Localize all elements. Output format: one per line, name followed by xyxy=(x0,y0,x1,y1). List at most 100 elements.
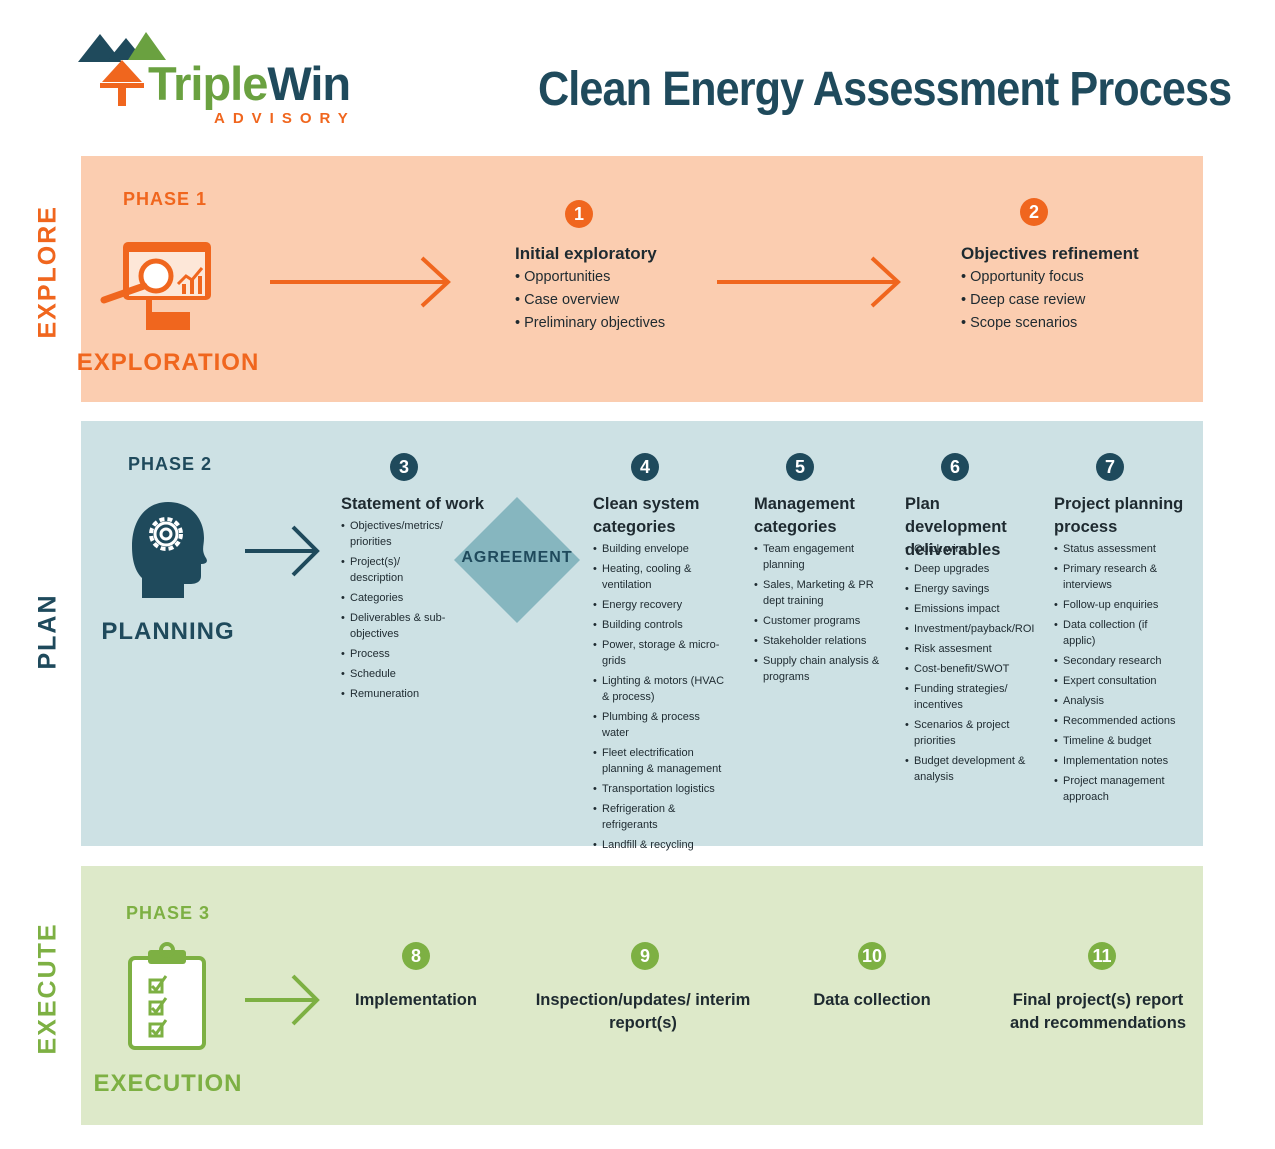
step-list: Opportunity focus Deep case review Scope… xyxy=(961,266,1085,335)
clipboard-checklist-icon xyxy=(128,942,206,1050)
column-title: Clean system categories xyxy=(593,495,700,536)
step-number: 8 xyxy=(402,942,430,970)
list-item: Objectives/metrics/ priorities xyxy=(341,518,451,550)
list-item: Quick wins xyxy=(905,541,1030,557)
list-item: Follow-up enquiries xyxy=(1054,597,1179,613)
list-item: Building envelope xyxy=(593,541,728,557)
list-item: Energy savings xyxy=(905,581,1030,597)
list-item: Opportunity focus xyxy=(961,266,1085,289)
step-number: 1 xyxy=(565,200,593,228)
logo-wordmark: TripleWin xyxy=(148,57,351,110)
list-item: Recommended actions xyxy=(1054,713,1179,729)
list-item: Deep upgrades xyxy=(905,561,1030,577)
list-item: Building controls xyxy=(593,617,728,633)
phase-1-label: PHASE 1 xyxy=(122,189,208,209)
head-gear-icon xyxy=(132,502,207,598)
list-item: Fleet electrification planning & managem… xyxy=(593,745,728,777)
list-item: Project management approach xyxy=(1054,773,1179,805)
list-item: Team engagement planning xyxy=(754,541,889,573)
step-title: Inspection/updates/ interim report(s) xyxy=(535,991,751,1032)
step-title: Final project(s) report and recommendati… xyxy=(1009,991,1187,1032)
list-item: Scope scenarios xyxy=(961,312,1085,335)
phase-2-label: PHASE 2 xyxy=(127,454,213,474)
list-item: Analysis xyxy=(1054,693,1179,709)
list-item: Sales, Marketing & PR dept training xyxy=(754,577,889,609)
list-item: Preliminary objectives xyxy=(515,312,665,335)
list-item: Opportunities xyxy=(515,266,665,289)
list-item: Deep case review xyxy=(961,289,1085,312)
step-number: 6 xyxy=(941,453,969,481)
step-number: 5 xyxy=(786,453,814,481)
list-item: Deliverables & sub-objectives xyxy=(341,610,451,642)
list-item: Timeline & budget xyxy=(1054,733,1179,749)
step-number: 10 xyxy=(858,942,886,970)
list-item: Scenarios & project priorities xyxy=(905,717,1030,749)
list-item: Plumbing & process water xyxy=(593,709,728,741)
step-title: Objectives refinement xyxy=(961,244,1139,263)
column-list: Team engagement planning Sales, Marketin… xyxy=(754,541,889,689)
column-list: Quick wins Deep upgrades Energy savings … xyxy=(905,541,1034,789)
column-list: Status assessment Primary research & int… xyxy=(1054,541,1179,809)
agreement-diamond xyxy=(454,497,580,623)
page-title: Clean Energy Assessment Process xyxy=(538,63,1232,116)
list-item: Power, storage & micro-grids xyxy=(593,637,728,669)
arrow-right-icon xyxy=(245,525,320,577)
explore-side-label: EXPLORE xyxy=(33,205,62,339)
column-title: Management categories xyxy=(754,495,855,536)
step-title: Initial exploratory xyxy=(515,244,657,263)
list-item: Stakeholder relations xyxy=(754,633,889,649)
list-item: Categories xyxy=(341,590,451,606)
step-number: 11 xyxy=(1088,942,1116,970)
arrow-right-icon xyxy=(245,974,320,1026)
execute-band xyxy=(81,866,1203,1125)
step-list: Opportunities Case overview Preliminary … xyxy=(515,266,665,335)
list-item: Lighting & motors (HVAC & process) xyxy=(593,673,728,705)
list-item: Secondary research xyxy=(1054,653,1179,669)
logo: TripleWin ADVISORY xyxy=(78,30,378,130)
column-list: Objectives/metrics/ priorities Project(s… xyxy=(341,518,451,706)
agreement-label: AGREEMENT xyxy=(461,549,573,566)
list-item: Status assessment xyxy=(1054,541,1179,557)
list-item: Energy recovery xyxy=(593,597,728,613)
list-item: Budget development & analysis xyxy=(905,753,1030,785)
arrow-right-icon xyxy=(270,256,451,308)
step-number: 2 xyxy=(1020,198,1048,226)
step-title: Data collection xyxy=(813,991,931,1009)
step-number: 7 xyxy=(1096,453,1124,481)
list-item: Landfill & recycling xyxy=(593,837,728,853)
list-item: Data collection (if applic) xyxy=(1054,617,1179,649)
list-item: Customer programs xyxy=(754,613,889,629)
column-list: Building envelope Heating, cooling & ven… xyxy=(593,541,728,857)
list-item: Schedule xyxy=(341,666,451,682)
list-item: Funding strategies/ incentives xyxy=(905,681,1030,713)
list-item: Project(s)/ description xyxy=(341,554,451,586)
exploration-label: EXPLORATION xyxy=(76,349,260,376)
step-number: 9 xyxy=(631,942,659,970)
presentation-magnifier-icon xyxy=(100,242,211,330)
column-title: Project planning process xyxy=(1054,495,1184,536)
list-item: Process xyxy=(341,646,451,662)
list-item: Remuneration xyxy=(341,686,451,702)
list-item: Refrigeration & refrigerants xyxy=(593,801,728,833)
list-item: Implementation notes xyxy=(1054,753,1179,769)
list-item: Supply chain analysis & programs xyxy=(754,653,889,685)
list-item: Case overview xyxy=(515,289,665,312)
list-item: Transportation logistics xyxy=(593,781,728,797)
step-number: 4 xyxy=(631,453,659,481)
execute-side-label: EXECUTE xyxy=(33,922,62,1055)
logo-subtitle: ADVISORY xyxy=(214,110,356,127)
list-item: Emissions impact xyxy=(905,601,1030,617)
step-title: Implementation xyxy=(355,991,477,1009)
list-item: Investment/payback/ROI xyxy=(905,621,1034,637)
step-number: 3 xyxy=(390,453,418,481)
logo-mountains-icon xyxy=(78,32,166,106)
arrow-right-icon xyxy=(717,256,901,308)
execution-label: EXECUTION xyxy=(93,1070,243,1097)
list-item: Cost-benefit/SWOT xyxy=(905,661,1030,677)
list-item: Risk assesment xyxy=(905,641,1030,657)
phase-3-label: PHASE 3 xyxy=(125,903,211,923)
list-item: Expert consultation xyxy=(1054,673,1179,689)
list-item: Primary research & interviews xyxy=(1054,561,1179,593)
list-item: Heating, cooling & ventilation xyxy=(593,561,728,593)
planning-label: PLANNING xyxy=(101,618,235,645)
